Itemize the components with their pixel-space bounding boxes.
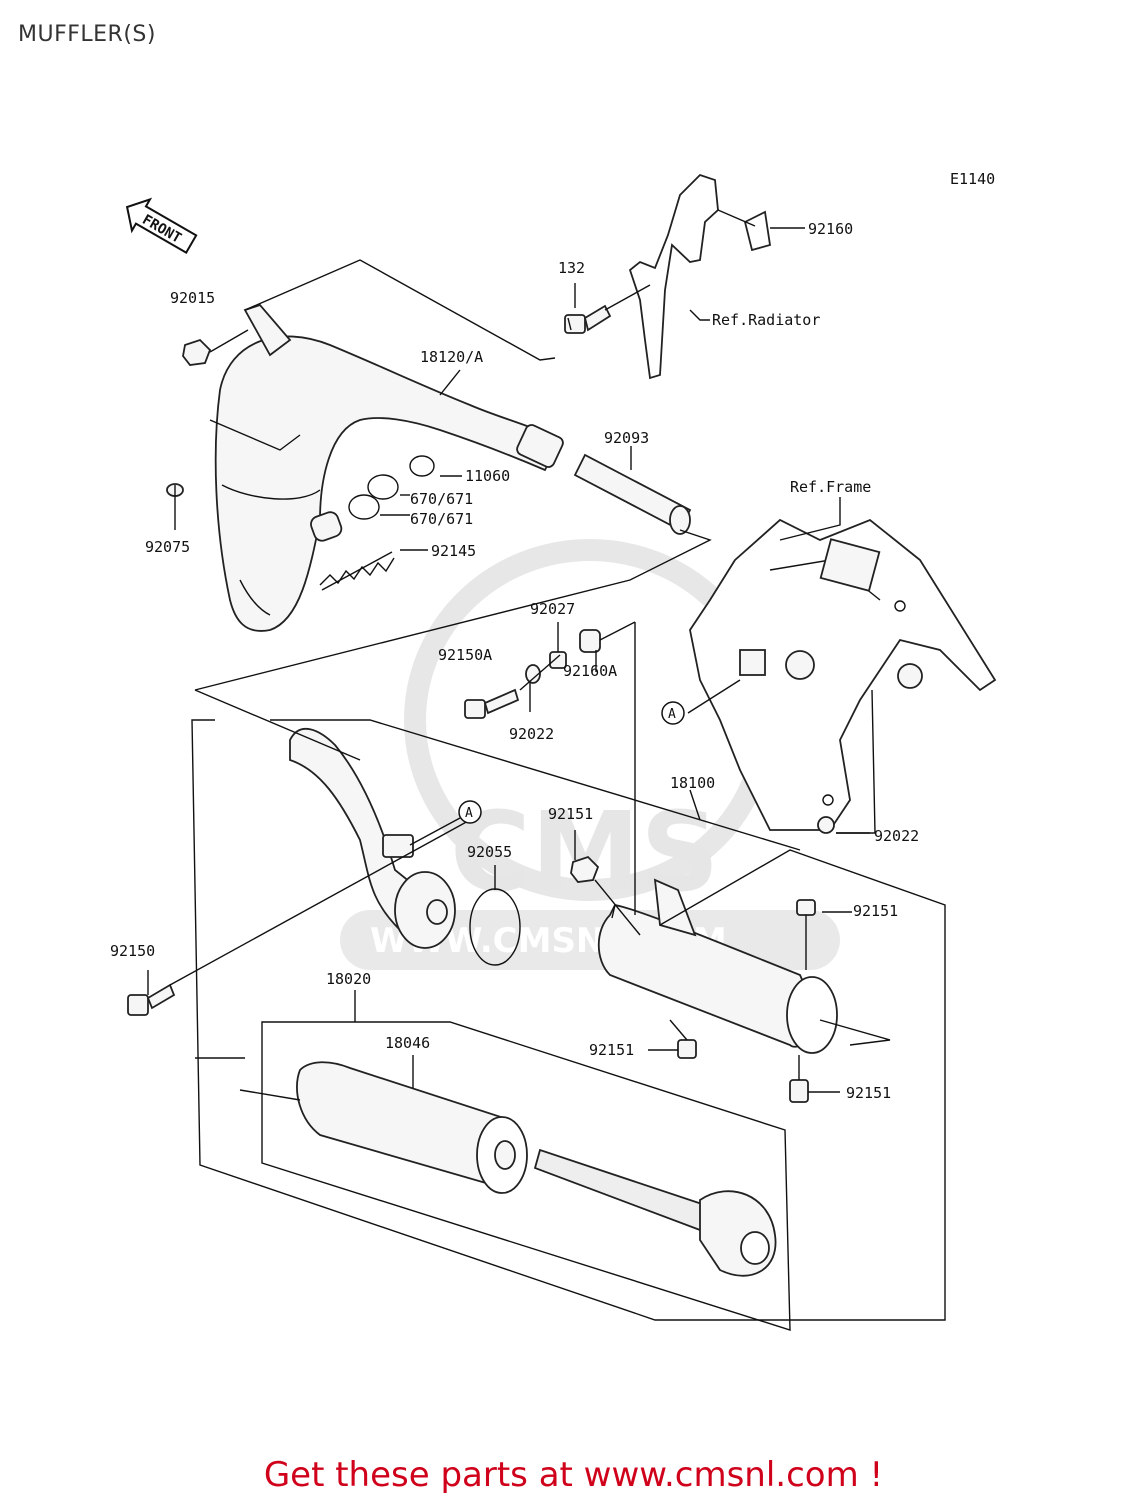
leader-lines [147,227,946,1331]
part-label-670-671-a: 670/671 [410,490,473,508]
page-title: MUFFLER(S) [18,22,156,47]
callout-a-frame: A [661,701,685,725]
diagram-code: E1140 [950,170,995,188]
part-label-92160a: 92160A [563,662,617,680]
tube-92093 [573,453,692,535]
part-label-18120a: 18120/A [420,348,483,366]
damper-92160a [579,629,601,653]
o-ring-670-a [367,474,399,500]
ref-radiator-label: Ref.Radiator [712,311,820,329]
bolt-92151-b [796,899,816,970]
bolt-92150a [464,688,520,719]
o-ring-670-b [348,494,380,520]
ref-frame-label: Ref.Frame [790,478,871,496]
muffler-body-18100 [597,878,838,1054]
part-label-92150a: 92150A [438,646,492,664]
o-ring-11060 [409,455,435,477]
part-label-670-671-b: 670/671 [410,510,473,528]
exploded-parts-diagram: CMS WWW.CMSNL.COM E1140 FRONT [110,170,997,1331]
nut-92151-a [570,855,600,883]
part-label-92151-b: 92151 [853,902,898,920]
frame-reference [689,518,997,831]
svg-text:A: A [668,707,676,722]
part-label-92093: 92093 [604,429,649,447]
nut-92015 [182,338,212,366]
expansion-chamber [214,335,564,632]
part-label-18046: 18046 [385,1034,430,1052]
bolt-92150 [127,983,176,1016]
part-label-92151-d: 92151 [846,1084,891,1102]
chamber-mount-tab [243,303,292,357]
front-arrow-icon: FRONT [125,197,198,255]
part-label-92022-a: 92022 [509,725,554,743]
muffler-front-pipe [289,728,456,949]
bolt-92151-c [669,1019,697,1059]
part-label-11060: 11060 [465,467,510,485]
silencer-18020 [296,1061,777,1277]
part-label-92150: 92150 [110,942,155,960]
part-label-92145: 92145 [431,542,476,560]
part-label-92027: 92027 [530,600,575,618]
part-label-92015: 92015 [170,289,215,307]
callout-a-pipe: A [458,800,482,824]
part-label-92151-a: 92151 [548,805,593,823]
part-label-92160: 92160 [808,220,853,238]
part-label-18020: 18020 [326,970,371,988]
part-label-92151-c: 92151 [589,1041,634,1059]
part-label-18100: 18100 [670,774,715,792]
washer-92022-b [817,816,835,834]
bolt-132 [564,284,651,334]
part-label-92075: 92075 [145,538,190,556]
cta-link[interactable]: Get these parts at www.cmsnl.com ! [263,1455,884,1495]
part-label-132: 132 [558,259,585,277]
svg-text:A: A [465,806,473,821]
part-label-92022-b: 92022 [874,827,919,845]
part-label-92055: 92055 [467,843,512,861]
washer-92022-a [525,664,541,684]
bolt-92151-d [789,1055,809,1103]
spring-92145 [310,511,395,591]
radiator-bracket [628,173,772,380]
